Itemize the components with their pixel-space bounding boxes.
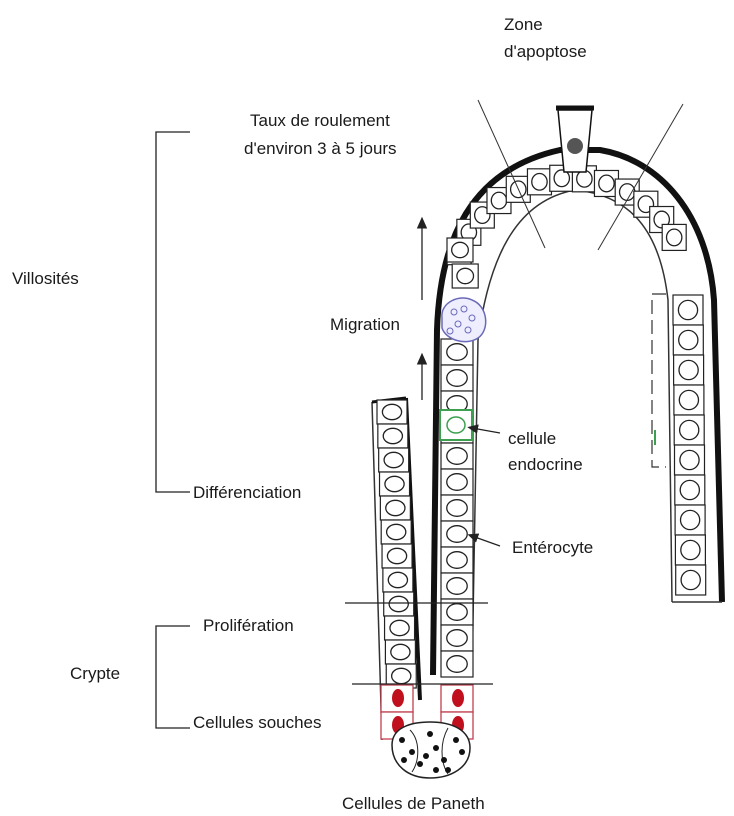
epithelial-cell <box>441 521 473 547</box>
endocrine-cell <box>440 410 472 440</box>
paneth-granule <box>453 737 459 743</box>
paneth-granule <box>433 767 439 773</box>
epithelial-cell <box>527 169 551 195</box>
paneth-cells <box>392 722 470 778</box>
epithelial-cell <box>674 355 704 385</box>
migration-label: Migration <box>330 315 400 334</box>
paneth-granule <box>433 745 439 751</box>
epithelial-cell <box>441 443 473 469</box>
epithelial-cell <box>675 445 705 475</box>
crypte-bracket <box>156 626 190 728</box>
epithelial-cell <box>441 573 473 599</box>
cellules-paneth-label: Cellules de Paneth <box>342 794 485 813</box>
zone-apoptose-label-line1: Zone <box>504 15 543 34</box>
epithelial-cell <box>382 544 412 568</box>
paneth-granule <box>459 749 465 755</box>
apoptotic-cell <box>556 108 594 172</box>
dashed-bracket <box>652 294 666 467</box>
epithelial-cell <box>447 238 473 262</box>
enterocyte-label: Entérocyte <box>512 538 593 557</box>
epithelial-cell <box>385 616 415 640</box>
epithelial-cell <box>383 568 413 592</box>
villosites-label: Villosités <box>12 269 79 288</box>
epithelial-cell <box>675 505 705 535</box>
epithelial-cell <box>675 535 705 565</box>
differenciation-label: Différenciation <box>193 483 301 502</box>
epithelial-cell <box>385 640 415 664</box>
enterocyte-pointer <box>472 536 500 546</box>
epithelial-cell <box>441 625 473 651</box>
cellules-souches-label: Cellules souches <box>193 713 322 732</box>
epithelial-cell <box>441 547 473 573</box>
endocrine-label-line1: cellule <box>508 429 556 448</box>
paneth-granule <box>445 767 451 773</box>
endocrine-label-line2: endocrine <box>508 455 583 474</box>
turnover-label-line2: d'environ 3 à 5 jours <box>244 139 397 158</box>
paneth-granule <box>409 749 415 755</box>
epithelial-cell <box>378 424 408 448</box>
turnover-label-line1: Taux de roulement <box>250 111 390 130</box>
epithelial-cell <box>441 651 473 677</box>
epithelial-cell <box>662 224 686 250</box>
epithelial-cell <box>674 385 704 415</box>
epithelial-cell <box>381 520 411 544</box>
crypte-label: Crypte <box>70 664 120 683</box>
epithelial-cell <box>441 469 473 495</box>
epithelial-cell <box>441 365 473 391</box>
paneth-granule <box>423 753 429 759</box>
epithelial-cell <box>675 475 705 505</box>
villus-inner-surface <box>472 190 672 675</box>
epithelial-cell <box>379 448 409 472</box>
epithelial-cell <box>674 415 704 445</box>
epithelial-cells <box>377 165 706 688</box>
paneth-granule <box>399 737 405 743</box>
paneth-granule <box>417 761 423 767</box>
villosites-bracket <box>156 132 190 492</box>
migrating-cell <box>442 298 486 342</box>
proliferation-label: Prolifération <box>203 616 294 635</box>
epithelial-cell <box>380 496 410 520</box>
epithelial-cell <box>441 339 473 365</box>
zone-apoptose-label-line2: d'apoptose <box>504 42 587 61</box>
epithelial-cell <box>673 325 703 355</box>
epithelial-cell <box>384 592 414 616</box>
epithelial-cell <box>673 295 703 325</box>
epithelial-cell <box>377 400 407 424</box>
epithelial-cell <box>452 264 478 288</box>
epithelial-cell <box>676 565 706 595</box>
epithelial-cell <box>441 495 473 521</box>
epithelial-cell <box>380 472 410 496</box>
paneth-granule <box>441 757 447 763</box>
paneth-granule <box>401 757 407 763</box>
paneth-granule <box>427 731 433 737</box>
